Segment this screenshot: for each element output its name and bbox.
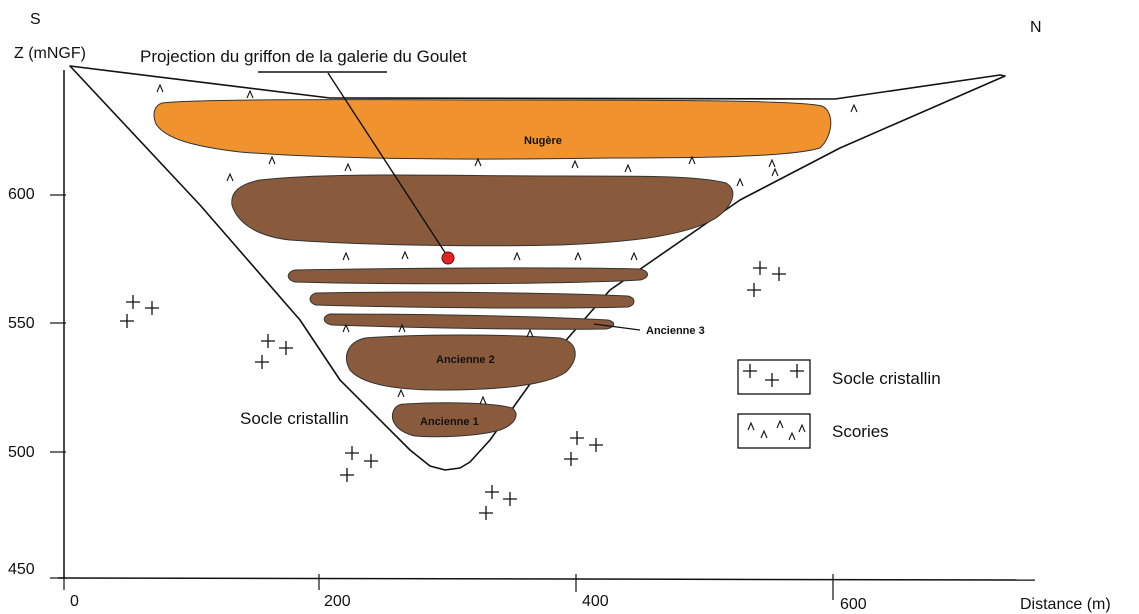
layer-thin-1 [287, 267, 648, 285]
socle-cross-icon [255, 355, 269, 369]
scorie-caret-icon [788, 431, 796, 441]
legend-swatch-socle [737, 359, 811, 395]
y-tick-label: 450 [8, 561, 35, 578]
legend: Socle cristallin Scories [737, 359, 941, 449]
x-axis-label: Distance (m) [1020, 596, 1111, 613]
scorie-caret-icon [736, 177, 744, 187]
scorie-caret-icon [776, 419, 784, 429]
scorie-caret-icon [479, 395, 487, 405]
scorie-caret-icon [768, 158, 776, 168]
socle-cross-icon [279, 341, 293, 355]
socle-cross-icon [340, 468, 354, 482]
scorie-caret-icon [850, 103, 858, 113]
socle-cross-icon [479, 506, 493, 520]
socle-cross-icon [120, 314, 134, 328]
socle-cross-icon [765, 373, 779, 387]
scorie-caret-icon [798, 423, 806, 433]
legend-socle-crosses [743, 364, 804, 387]
layer-ancienne-2 [346, 334, 576, 391]
scorie-caret-icon [344, 162, 352, 172]
socle-cross-icon [772, 267, 786, 281]
socle-label: Socle cristallin [240, 409, 349, 428]
scorie-caret-icon [268, 155, 276, 165]
scorie-caret-icon [156, 83, 164, 93]
socle-symbols [120, 261, 786, 520]
x-tick-label: 0 [70, 593, 79, 610]
legend-swatch-scories [737, 413, 811, 449]
x-axis-line [57, 577, 1036, 581]
socle-cross-icon [345, 446, 359, 460]
scories-symbols [156, 83, 858, 405]
scorie-caret-icon [342, 323, 350, 333]
scorie-caret-icon [513, 251, 521, 261]
scorie-caret-icon [747, 421, 755, 431]
scorie-caret-icon [474, 157, 482, 167]
scorie-caret-icon [574, 251, 582, 261]
socle-cross-icon [485, 485, 499, 499]
socle-cross-icon [261, 334, 275, 348]
scorie-caret-icon [397, 388, 405, 398]
layer-ancienne3-label: Ancienne 3 [646, 325, 705, 337]
socle-cross-icon [126, 295, 140, 309]
socle-cross-icon [753, 261, 767, 275]
scorie-caret-icon [398, 323, 406, 333]
y-tick-label: 600 [8, 186, 35, 203]
scorie-caret-icon [526, 328, 534, 338]
socle-cross-icon [743, 364, 757, 378]
projection-label: Projection du griffon de la galerie du G… [140, 47, 467, 66]
layer-ancienne-3 [323, 313, 615, 330]
socle-cross-icon [790, 364, 804, 378]
layer-upper-brown [231, 174, 734, 247]
legend-scories-label: Scories [832, 422, 889, 441]
y-tick-label: 550 [8, 315, 35, 332]
scorie-caret-icon [760, 429, 768, 439]
compass-north: N [1030, 19, 1042, 36]
scorie-caret-icon [630, 251, 638, 261]
griffon-point [441, 251, 455, 265]
projection-leader-line [327, 72, 447, 255]
layer-nugere-label: Nugère [524, 135, 562, 147]
socle-cross-icon [570, 431, 584, 445]
layer-ancienne1-label: Ancienne 1 [420, 416, 479, 428]
scorie-caret-icon [246, 89, 254, 99]
socle-cross-icon [564, 452, 578, 466]
layer-ancienne2-label: Ancienne 2 [436, 354, 495, 366]
socle-cross-icon [145, 301, 159, 315]
x-tick-label: 400 [582, 593, 609, 610]
scorie-caret-icon [688, 155, 696, 165]
scorie-caret-icon [571, 159, 579, 169]
socle-cross-icon [503, 492, 517, 506]
scorie-caret-icon [771, 167, 779, 177]
legend-scories-carets [747, 419, 806, 441]
y-axis-label: Z (mNGF) [14, 45, 86, 62]
ancienne3-leader-line [593, 323, 641, 331]
socle-cross-icon [589, 438, 603, 452]
legend-socle-label: Socle cristallin [832, 369, 941, 388]
y-tick-label: 500 [8, 444, 35, 461]
x-tick-label: 600 [840, 596, 867, 613]
socle-cross-icon [747, 283, 761, 297]
scorie-caret-icon [342, 251, 350, 261]
scorie-caret-icon [401, 250, 409, 260]
layer-nugere [153, 99, 832, 160]
layer-thin-2 [309, 291, 635, 309]
layer-ancienne-1 [391, 402, 517, 438]
socle-cross-icon [364, 454, 378, 468]
scorie-caret-icon [226, 172, 234, 182]
x-tick-label: 200 [324, 593, 351, 610]
scorie-caret-icon [624, 163, 632, 173]
compass-south: S [30, 11, 41, 28]
